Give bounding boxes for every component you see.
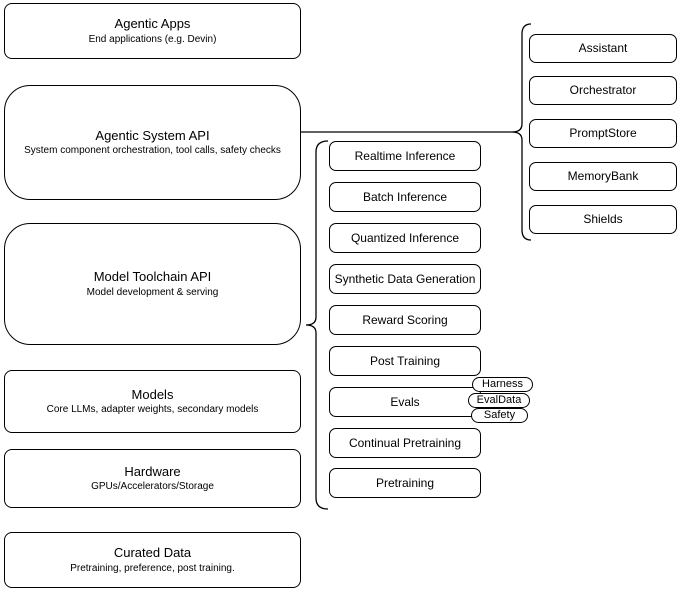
layer-curated-data: Curated Data Pretraining, preference, po… xyxy=(4,532,301,588)
layer-title: Hardware xyxy=(124,463,181,479)
layer-hardware: Hardware GPUs/Accelerators/Storage xyxy=(4,449,301,508)
layer-subtitle: Model development & serving xyxy=(86,286,219,298)
component-promptstore: PromptStore xyxy=(529,119,677,148)
component-memorybank: MemoryBank xyxy=(529,162,677,191)
service-pretraining: Pretraining xyxy=(329,468,481,498)
brace-toolchain-services xyxy=(305,140,329,510)
evals-tag-harness: Harness xyxy=(472,377,533,392)
layer-subtitle: Core LLMs, adapter weights, secondary mo… xyxy=(46,404,259,416)
layer-subtitle: End applications (e.g. Devin) xyxy=(88,33,217,45)
layer-title: Agentic Apps xyxy=(114,16,191,32)
layer-subtitle: Pretraining, preference, post training. xyxy=(70,562,235,574)
layer-agentic-system-api: Agentic System API System component orch… xyxy=(4,85,301,200)
layer-title: Curated Data xyxy=(113,545,192,561)
layer-model-toolchain-api: Model Toolchain API Model development & … xyxy=(4,223,301,345)
evals-tag-evaldata: EvalData xyxy=(468,393,530,408)
component-assistant: Assistant xyxy=(529,34,677,63)
service-reward-scoring: Reward Scoring xyxy=(329,305,481,335)
component-orchestrator: Orchestrator xyxy=(529,76,677,105)
layer-title: Model Toolchain API xyxy=(93,269,212,285)
layer-subtitle: GPUs/Accelerators/Storage xyxy=(91,481,214,493)
evals-tag-safety: Safety xyxy=(471,408,528,423)
layer-title: Models xyxy=(131,386,174,402)
service-realtime-inference: Realtime Inference xyxy=(329,141,481,171)
layer-agentic-apps: Agentic Apps End applications (e.g. Devi… xyxy=(4,3,301,59)
service-synthetic-data-generation: Synthetic Data Generation xyxy=(329,264,481,294)
layer-title: Agentic System API xyxy=(95,127,210,143)
service-post-training: Post Training xyxy=(329,346,481,376)
service-evals: Evals xyxy=(329,387,481,417)
service-batch-inference: Batch Inference xyxy=(329,182,481,212)
component-shields: Shields xyxy=(529,205,677,234)
layer-models: Models Core LLMs, adapter weights, secon… xyxy=(4,370,301,433)
layer-subtitle: System component orchestration, tool cal… xyxy=(24,145,281,157)
service-quantized-inference: Quantized Inference xyxy=(329,223,481,253)
service-continual-pretraining: Continual Pretraining xyxy=(329,428,481,458)
